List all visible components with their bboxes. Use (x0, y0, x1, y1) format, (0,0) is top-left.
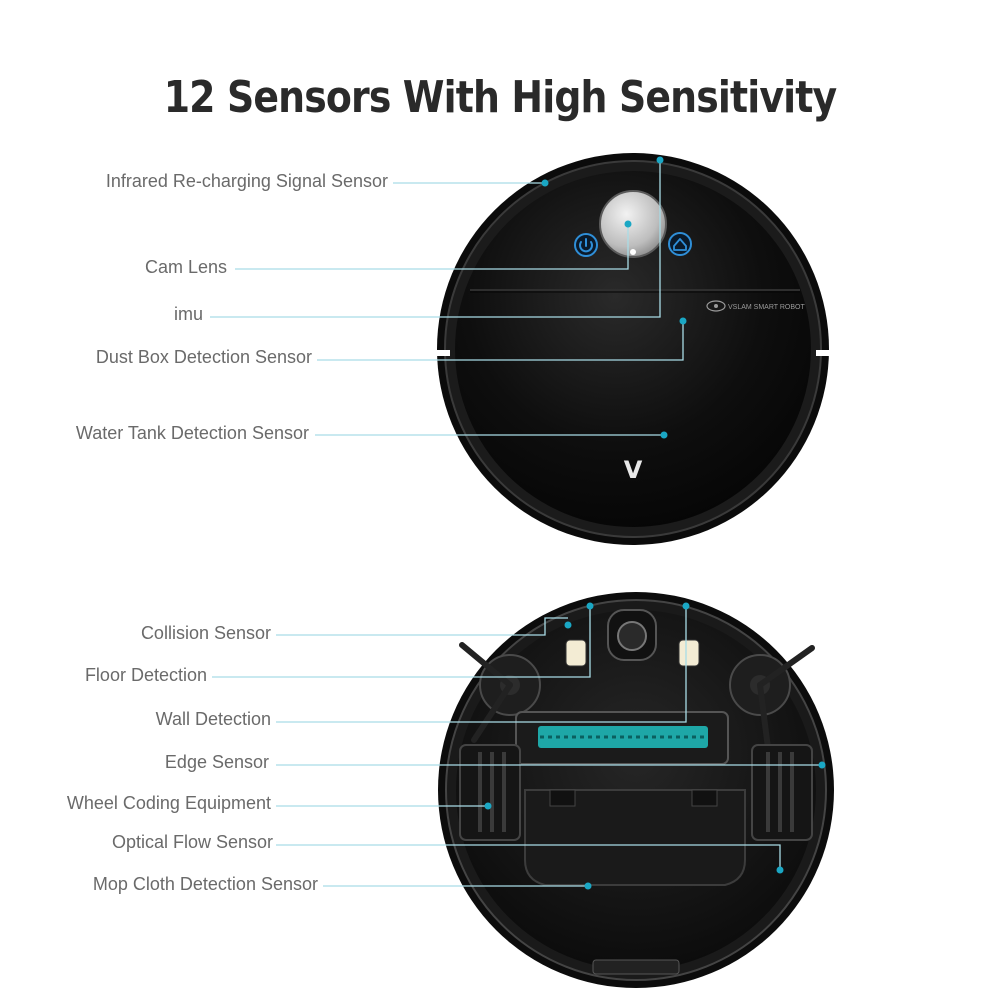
label-mop-cloth-detection-sensor: Mop Cloth Detection Sensor (92, 874, 318, 894)
main-brush (515, 711, 729, 765)
label-dust-box-detection-sensor: Dust Box Detection Sensor (95, 347, 312, 367)
label-wheel-coding-equipment: Wheel Coding Equipment (66, 793, 271, 813)
label-imu: imu (173, 304, 203, 324)
drive-wheel-left (459, 744, 521, 841)
cliff-sensor-left (565, 639, 587, 667)
label-edge-sensor: Edge Sensor (164, 752, 269, 772)
label-floor-detection: Floor Detection (84, 665, 207, 685)
home-button-icon (668, 232, 692, 256)
label-infrared-recharging-sensor: Infrared Re-charging Signal Sensor (105, 171, 388, 191)
cliff-sensor-right (678, 639, 700, 667)
label-optical-flow-sensor: Optical Flow Sensor (111, 832, 273, 852)
page-title: 12 Sensors With High Sensitivity (163, 72, 837, 123)
brand-mark: V (624, 456, 643, 484)
label-collision-sensor: Collision Sensor (140, 623, 271, 643)
label-water-tank-detection-sensor: Water Tank Detection Sensor (75, 423, 309, 443)
vslam-logo-icon (706, 300, 726, 312)
caster-wheel (607, 609, 657, 661)
label-wall-detection: Wall Detection (155, 709, 271, 729)
device-model-text: VSLAM SMART ROBOT (728, 304, 805, 311)
label-cam-lens: Cam Lens (144, 257, 227, 277)
drive-wheel-right (751, 744, 813, 841)
side-brush-right (729, 645, 815, 751)
